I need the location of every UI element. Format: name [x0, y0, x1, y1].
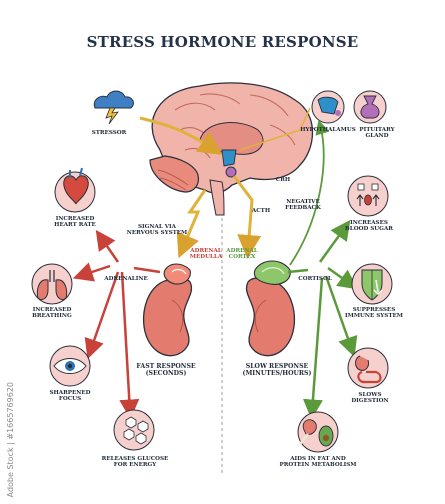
cortisol-arrows [287, 219, 359, 420]
negative-feedback-arrow [289, 119, 330, 266]
pituitary-icon [353, 90, 387, 124]
effect-focus-label: SHARPENED FOCUS [49, 390, 91, 403]
brain-illustration [149, 82, 314, 216]
hypothalamus-icon [311, 90, 345, 124]
crh-arrow [239, 107, 311, 151]
heart-icon [54, 167, 96, 213]
diagram-title: STRESS HORMONE RESPONSE [86, 33, 359, 51]
effect-digestion-label: SLOWS DIGESTION [351, 392, 389, 405]
stressor-signal-arrow [139, 116, 223, 155]
kidney-slow [245, 260, 296, 357]
effect-glucose-label: RELEASES GLUCOSE FOR ENERGY [101, 456, 169, 469]
effect-heart-rate-label: INCREASED HEART RATE [54, 216, 96, 229]
cortisol-label: CORTISOL [298, 276, 332, 282]
eye-icon [49, 345, 91, 387]
effect-blood-sugar-label: INCREASES BLOOD SUGAR [345, 220, 393, 233]
food-icon [297, 411, 339, 453]
negative-feedback-label: NEGATIVE FEEDBACK [285, 199, 321, 212]
blood-sugar-icon [347, 175, 389, 217]
adrenaline-label: ADRENALINE [104, 276, 148, 282]
adrenal-cortex-label: ADRENAL CORTEX [226, 248, 258, 261]
signal-nervous-arrow [176, 189, 207, 259]
effect-metabolism-label: AIDS IN FAT AND PROTEIN METABOLISM [279, 456, 357, 469]
fast-response-label: FAST RESPONSE (SECONDS) [136, 363, 196, 378]
watermark: Adobe Stock | #1665769620 [6, 381, 15, 497]
digestion-icon [347, 347, 389, 389]
stressor-label: STRESSOR [91, 130, 127, 136]
effect-breathing-label: INCREASED BREATHING [32, 307, 72, 320]
hypothalamus-label: HYPOTHALAMUS [300, 127, 356, 133]
acth-arrow [232, 175, 262, 259]
adrenaline-arrows [72, 229, 161, 420]
immune-shield-icon [351, 263, 393, 305]
glucose-icon [113, 409, 155, 451]
crh-label: CRH [275, 177, 291, 183]
slow-response-label: SLOW RESPONSE (MINUTES/HOURS) [242, 363, 312, 378]
signal-nervous-label: SIGNAL VIA NERVOUS SYSTEM [126, 224, 188, 237]
stressor-icon [93, 90, 134, 125]
adrenal-medulla-label: ADRENAL MEDULLA [189, 248, 223, 261]
kidney-fast [142, 263, 193, 357]
acth-label: ACTH [251, 208, 271, 214]
effect-immune-label: SUPPRESSES IMMUNE SYSTEM [345, 307, 403, 320]
lungs-icon [31, 263, 73, 305]
pituitary-label: PITUITARY GLAND [359, 127, 395, 140]
